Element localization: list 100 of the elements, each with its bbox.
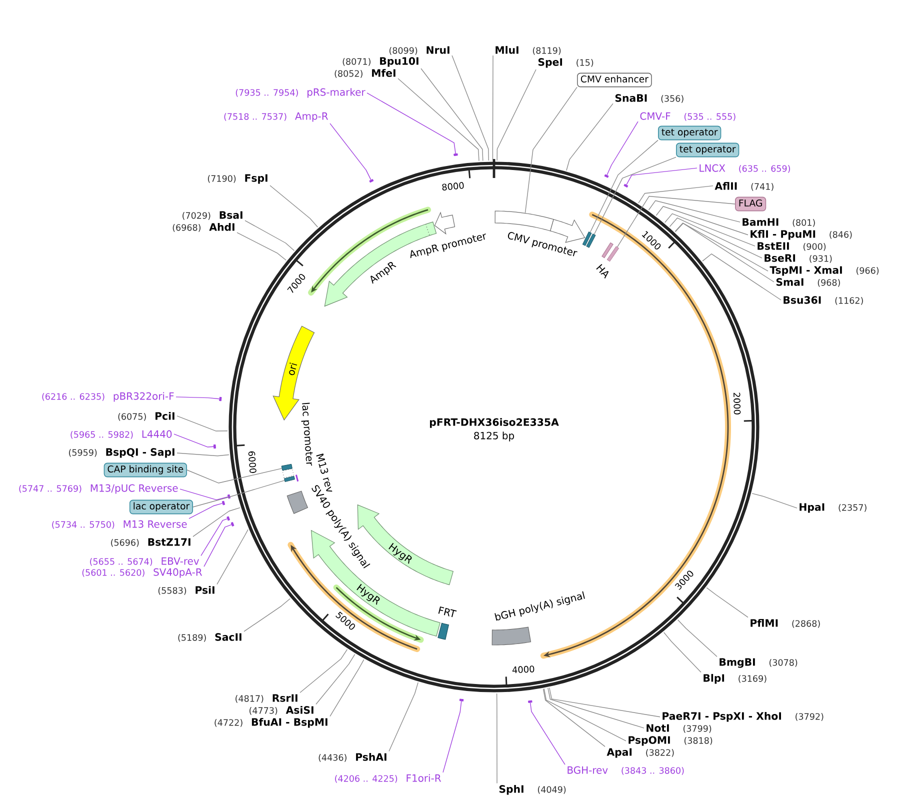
enzyme-label: KflI - PpuMI [750, 230, 816, 240]
primer-label: M13/pUC Reverse [90, 484, 178, 494]
leader-line [174, 434, 214, 448]
tick-label: 4000 [512, 666, 534, 674]
leader-line [648, 200, 740, 222]
feature-mark [606, 246, 620, 262]
leader-line [186, 468, 282, 484]
primer-label: EBV-rev [162, 557, 200, 565]
position-number: (1162) [835, 297, 863, 305]
leader-line [675, 222, 774, 282]
leader-line [678, 620, 718, 657]
primer-mark [219, 396, 222, 402]
position-number: (3822) [646, 749, 674, 757]
position-number: (968) [818, 279, 840, 287]
primer-mark [230, 522, 234, 526]
position-number: (7190) [208, 175, 236, 183]
plasmid-name: pFRT-DHX36iso2E335A [430, 418, 559, 428]
enzyme-label: PshAI [356, 752, 386, 761]
feature-label: lac promoter [301, 402, 313, 466]
leader-line [398, 78, 480, 162]
feature-label: HA [596, 264, 609, 279]
position-number: (3169) [738, 675, 766, 683]
enzyme-label: ApaI [606, 748, 632, 758]
position-number: (5601 .. 5620) [82, 569, 144, 577]
enzyme-label: PsiI [196, 586, 214, 594]
feature-mark [586, 234, 596, 248]
enzyme-label: AhdI [209, 222, 234, 231]
leader-line [366, 92, 456, 154]
position-number: (5959) [69, 449, 97, 457]
leader-line [388, 682, 418, 752]
leader-line [244, 598, 290, 632]
label-box: CMV enhancer [577, 72, 652, 88]
primer-mark [624, 184, 628, 188]
position-number: (7518 .. 7537) [224, 113, 286, 121]
enzyme-label: SpeI [538, 58, 562, 68]
position-number: (3792) [796, 713, 824, 721]
enzyme-label: AflII [714, 182, 737, 190]
position-number: (356) [661, 95, 684, 103]
leader-line [544, 688, 626, 742]
enzyme-label: BfuAI - BspMI [252, 718, 328, 728]
leader-line [176, 416, 228, 432]
enzyme-label: TspMI - XmaI [770, 266, 842, 276]
position-number: (8052) [334, 70, 362, 78]
leader-line [530, 702, 566, 765]
leader-line [492, 55, 494, 161]
leader-line [702, 254, 782, 300]
leader-line [752, 493, 798, 508]
primer-label: L4440 [142, 430, 172, 438]
enzyme-label: BmgBI [720, 658, 755, 668]
primer-mark [528, 700, 532, 703]
leader-line [270, 185, 318, 228]
leader-line [216, 529, 248, 585]
label-box: tet operator [676, 142, 740, 158]
leader-line [524, 86, 578, 214]
position-number: (846) [830, 231, 852, 239]
primer-mark [604, 174, 609, 178]
position-number: (15) [576, 59, 594, 67]
leader-line [638, 186, 714, 204]
enzyme-label: BamHI [742, 218, 778, 226]
primer-mark [454, 153, 458, 156]
position-number: (8099) [389, 47, 418, 55]
enzyme-label: Bpu10I [380, 57, 418, 67]
leader-line [566, 103, 614, 171]
leader-line [192, 480, 285, 508]
position-number: (635 .. 659) [739, 165, 790, 173]
position-number: (931) [810, 255, 832, 263]
leader-line [496, 693, 498, 784]
feature-block [494, 210, 554, 232]
label-box: FLAG [735, 196, 766, 212]
position-number: (6968) [172, 224, 200, 232]
primer-label: pRS-marker [308, 88, 366, 98]
primer-label: Amp-R [295, 112, 328, 122]
primer-mark [222, 500, 226, 506]
leader-line [664, 213, 756, 246]
leader-line [420, 68, 484, 162]
position-number: (5189) [178, 634, 206, 642]
leader-line [656, 206, 748, 236]
tick-label: 8000 [442, 182, 464, 190]
leader-line [548, 687, 660, 718]
primer-mark [226, 516, 230, 521]
position-number: (5696) [111, 539, 139, 547]
leader-line [496, 69, 536, 161]
position-number: (7029) [182, 212, 210, 220]
position-number: (4206 .. 4225) [335, 775, 398, 783]
enzyme-label: BstZ17I [148, 538, 190, 546]
position-number: (5655 .. 5674) [90, 558, 152, 566]
leader-line [192, 507, 240, 537]
leader-line [594, 156, 676, 235]
leader-line [176, 452, 230, 456]
label-box: CAP binding site [104, 462, 188, 478]
enzyme-label: BsaI [220, 211, 242, 219]
leader-line [664, 632, 702, 673]
position-number: (535 .. 555) [684, 113, 736, 121]
enzyme-label: BlpI [704, 674, 724, 684]
position-number: (6216 .. 6235) [42, 393, 104, 401]
position-number: (3078) [769, 659, 798, 667]
position-number: (5734 .. 5750) [52, 521, 114, 529]
position-number: (2357) [838, 504, 866, 512]
leader-line [204, 524, 232, 567]
position-number: (966) [856, 267, 879, 275]
